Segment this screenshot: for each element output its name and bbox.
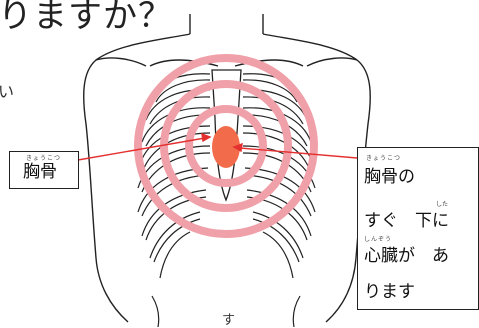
label-line4: ります — [364, 277, 415, 302]
label-line1-ruby: きょうこつ — [366, 153, 401, 162]
label-line1: 胸骨の — [364, 162, 415, 187]
label-line2: すぐ 下に — [364, 206, 449, 231]
label-sternum-ruby: きょうこつ — [26, 155, 61, 162]
label-sternum-word: 胸骨 — [23, 163, 57, 181]
bottom-text-fragment: す — [222, 309, 235, 328]
pointer-arrow-left — [202, 134, 210, 141]
label-line3: 心臓が あ — [364, 241, 449, 266]
label-sternum-box: きょうこつ 胸骨 — [9, 151, 79, 189]
label-heart-position-box: きょうこつ 胸骨の した すぐ 下に しんぞう 心臓が あ ります — [357, 147, 479, 310]
